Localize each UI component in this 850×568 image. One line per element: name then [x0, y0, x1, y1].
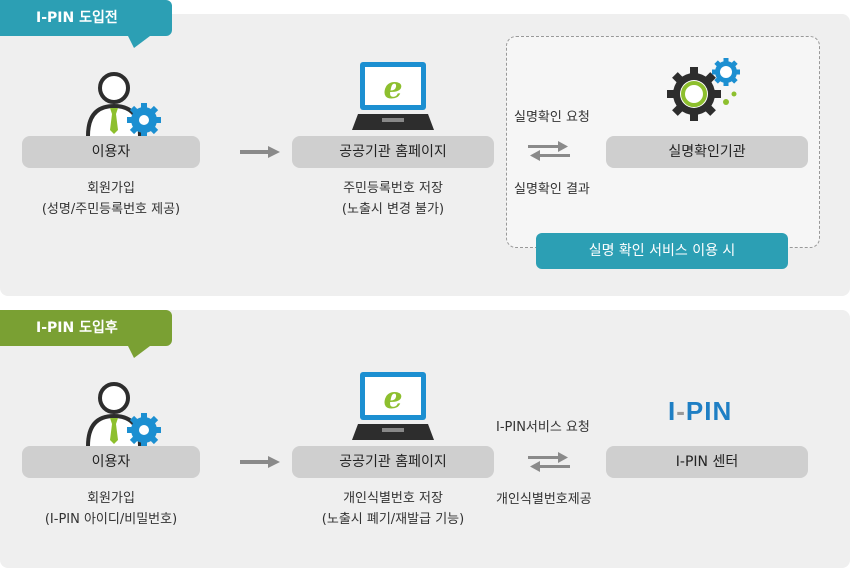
user-caption-before-line2: (성명/주민등록번호 제공) [41, 202, 181, 217]
site-caption-after-line2: (노출시 폐기/재발급 기능) [321, 512, 465, 527]
tag-before: I-PIN 도입전 [0, 0, 172, 48]
arrow-right-icon [240, 456, 280, 468]
site-pill-after: 공공기관 홈페이지 [292, 446, 494, 478]
tag-after: I-PIN 도입후 [0, 310, 172, 358]
ipin-logo: I-PIN [668, 396, 732, 427]
agency-pill: 실명확인기관 [606, 136, 808, 168]
result-label-before: 실명확인 결과 [514, 182, 590, 197]
ipin-logo-dash: - [676, 396, 686, 426]
user-caption-after-line1: 회원가입 [87, 491, 135, 506]
ipin-center-pill: I-PIN 센터 [606, 446, 808, 478]
site-caption-before-line1: 주민등록번호 저장 [343, 181, 443, 196]
request-label-after: I-PIN서비스 요청 [496, 420, 590, 435]
laptop-e-icon: e [352, 372, 434, 440]
svg-text:e: e [383, 381, 402, 416]
tag-after-text: I-PIN 도입후 [36, 320, 118, 336]
site-caption-before-line2: (노출시 변경 불가) [341, 202, 445, 217]
result-label-after: 개인식별번호제공 [496, 492, 592, 507]
site-pill-before: 공공기관 홈페이지 [292, 136, 494, 168]
user-caption-before: 회원가입 (성명/주민등록번호 제공) [22, 178, 200, 220]
user-pill-after: 이용자 [22, 446, 200, 478]
user-pill-before: 이용자 [22, 136, 200, 168]
user-caption-after-line2: (I-PIN 아이디/비밀번호) [44, 512, 178, 527]
site-caption-after: 개인식별번호 저장 (노출시 폐기/재발급 기능) [292, 488, 494, 530]
laptop-e-icon: e [352, 62, 434, 130]
ipin-logo-pin: PIN [685, 396, 733, 426]
user-caption-after: 회원가입 (I-PIN 아이디/비밀번호) [22, 488, 200, 530]
arrow-right-icon [240, 146, 280, 158]
service-badge: 실명 확인 서비스 이용 시 [536, 233, 788, 269]
user-caption-before-line1: 회원가입 [87, 181, 135, 196]
site-caption-after-line1: 개인식별번호 저장 [343, 491, 443, 506]
user-gear-icon [86, 382, 161, 447]
svg-text:e: e [383, 71, 402, 106]
swap-arrows-icon [528, 141, 570, 161]
user-gear-icon [86, 72, 161, 137]
request-label-before: 실명확인 요청 [514, 110, 590, 125]
swap-arrows-icon [528, 452, 570, 472]
tag-before-text: I-PIN 도입전 [36, 10, 118, 26]
gears-icon [667, 58, 740, 121]
ipin-logo-i: I [668, 396, 677, 426]
site-caption-before: 주민등록번호 저장 (노출시 변경 불가) [292, 178, 494, 220]
